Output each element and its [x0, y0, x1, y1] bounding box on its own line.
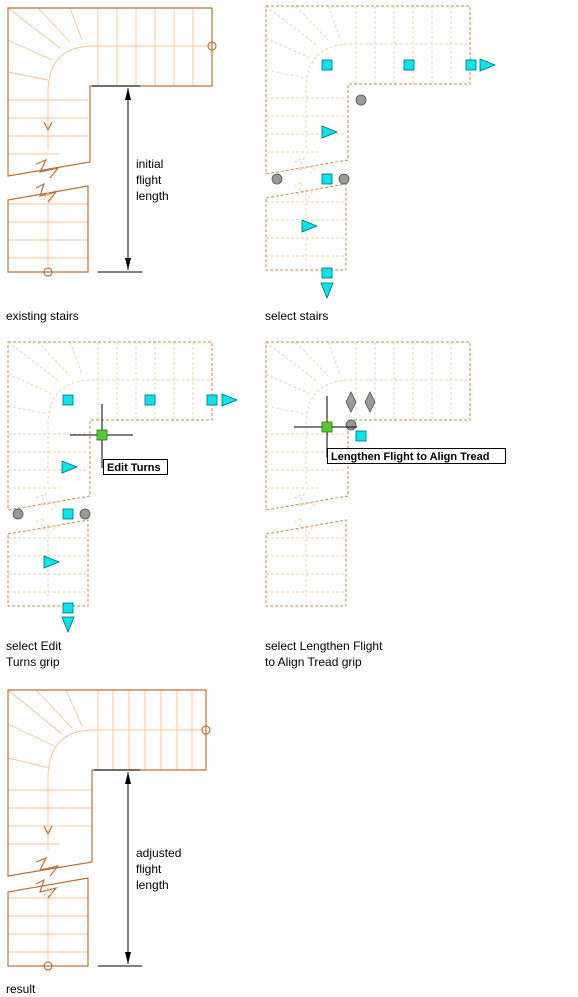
- caption-existing-stairs: existing stairs: [6, 309, 79, 323]
- grip-square-icon[interactable]: [144, 394, 156, 406]
- grip-circle-icon[interactable]: [345, 419, 357, 431]
- grip-square-icon[interactable]: [465, 59, 477, 71]
- dimension-label-line-3: length: [136, 189, 169, 203]
- grip-arrow-right-icon[interactable]: [61, 460, 78, 474]
- grip-circle-icon[interactable]: [338, 173, 350, 185]
- tooltip-edit-turns: Edit Turns: [103, 459, 168, 475]
- panel-existing-stairs: initial flight length existing stairs: [6, 8, 216, 323]
- grip-square-icon[interactable]: [355, 430, 367, 442]
- caption-select-stairs: select stairs: [265, 309, 328, 323]
- grip-square-icon[interactable]: [321, 173, 333, 185]
- panel-select-stairs: select stairs: [265, 5, 496, 323]
- caption-edit-turns-line-2: Turns grip: [6, 655, 60, 669]
- dimension-initial-flight-length: initial flight length: [92, 85, 169, 273]
- stair-drawing-result: [7, 689, 211, 971]
- stair-drawing-selected: [265, 5, 471, 271]
- grip-circle-icon[interactable]: [79, 508, 91, 520]
- grip-circle-icon[interactable]: [12, 508, 24, 520]
- grip-circle-icon[interactable]: [271, 173, 283, 185]
- stair-drawing-lengthen-flight: [265, 341, 471, 607]
- grip-diamond-icon[interactable]: [364, 391, 376, 413]
- caption-result: result: [6, 982, 36, 996]
- dimension-label-line-1: adjusted: [136, 846, 181, 860]
- panel-result: adjusted flight length result: [6, 689, 211, 996]
- grip-arrow-down-icon[interactable]: [61, 616, 75, 633]
- dimension-label-line-2: flight: [136, 173, 162, 187]
- lengthen-flight-grip-active[interactable]: [321, 421, 333, 433]
- grip-diamond-icon[interactable]: [345, 391, 357, 413]
- dimension-adjusted-flight-length: adjusted flight length: [94, 769, 181, 967]
- grip-arrow-down-icon[interactable]: [320, 282, 334, 299]
- grip-circle-icon[interactable]: [355, 94, 367, 106]
- stair-drawing-existing: [8, 8, 216, 276]
- caption-edit-turns-line-1: select Edit: [6, 639, 62, 653]
- grip-square-icon[interactable]: [321, 59, 333, 71]
- grip-square-icon[interactable]: [403, 59, 415, 71]
- panel-lengthen-flight: Lengthen Flight to Align Tread select Le…: [265, 341, 506, 669]
- grip-arrow-right-icon[interactable]: [221, 393, 238, 407]
- grip-square-icon[interactable]: [62, 508, 74, 520]
- grip-square-icon[interactable]: [206, 394, 218, 406]
- grip-square-icon[interactable]: [321, 267, 333, 279]
- grip-arrow-right-icon[interactable]: [479, 58, 496, 72]
- grip-arrow-right-icon[interactable]: [321, 125, 338, 139]
- grip-arrow-right-icon[interactable]: [301, 219, 318, 233]
- dimension-label-line-1: initial: [136, 157, 163, 171]
- caption-lengthen-flight-line-2: to Align Tread grip: [265, 655, 362, 669]
- grip-square-icon[interactable]: [62, 394, 74, 406]
- tooltip-edit-turns-label: Edit Turns: [107, 462, 161, 474]
- panel-edit-turns: Edit Turns select Edit Turns grip: [6, 341, 238, 669]
- tooltip-lengthen-flight: Lengthen Flight to Align Tread: [327, 448, 506, 464]
- dimension-label-line-2: flight: [136, 862, 162, 876]
- caption-lengthen-flight-line-1: select Lengthen Flight: [265, 639, 383, 653]
- tooltip-lengthen-flight-label: Lengthen Flight to Align Tread: [331, 451, 489, 463]
- grip-square-icon[interactable]: [62, 602, 74, 614]
- edit-turns-grip-active[interactable]: [96, 429, 108, 441]
- grip-arrow-right-icon[interactable]: [43, 555, 60, 569]
- dimension-label-line-3: length: [136, 878, 169, 892]
